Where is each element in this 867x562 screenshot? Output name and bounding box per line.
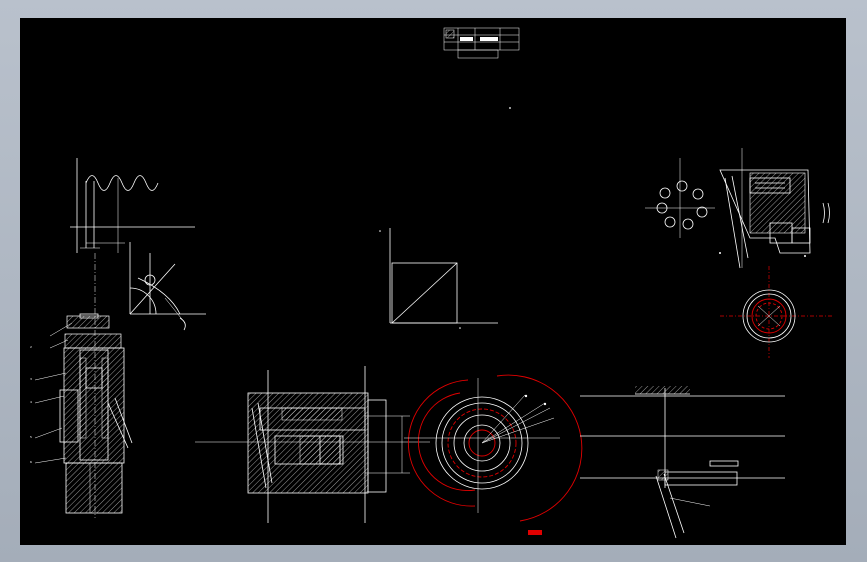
svg-text:2: 2 [30,345,32,349]
vertical-assembly-section: 2 3 4 5 6 [30,253,133,518]
svg-text:6: 6 [30,460,32,464]
svg-text:4: 4 [30,400,32,404]
tool-setup-view [580,386,785,539]
angle-diagram [129,242,206,331]
clamp-section-detail [719,148,830,269]
svg-text:5: 5 [30,435,32,439]
cutter-section [195,366,430,523]
linear-graph [379,228,498,329]
bolt-circle-detail [645,158,715,238]
title-block [443,27,520,59]
thread-profile-graph [70,158,195,253]
drawing-sheet: 2 3 4 5 6 [20,18,846,545]
cad-drawing: 2 3 4 5 6 [30,27,832,539]
cutter-end-view [404,374,583,535]
svg-text:3: 3 [30,377,32,381]
bearing-end-view [720,266,832,358]
